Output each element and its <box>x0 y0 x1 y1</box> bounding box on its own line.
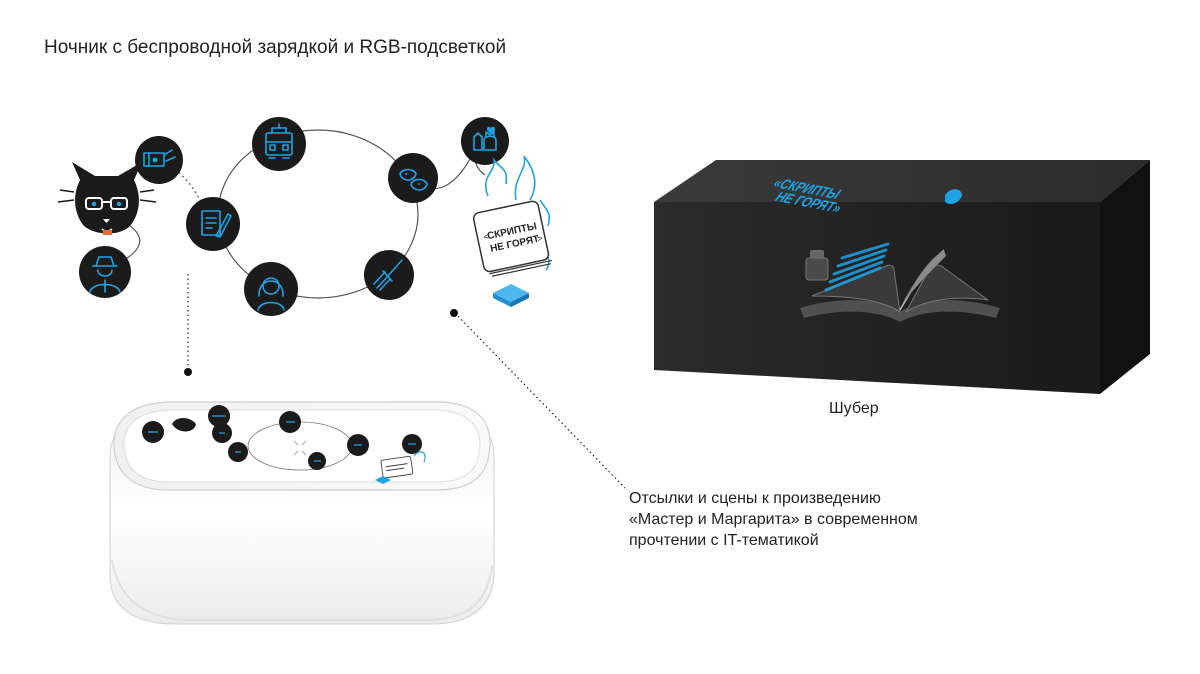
broom-icon <box>364 250 414 300</box>
gift-box: «СКРИПТЫ НЕ ГОРЯТ» <box>654 160 1150 394</box>
woman-icon <box>244 262 298 316</box>
detective-icon <box>79 246 131 298</box>
box-label: Шубер <box>829 400 879 417</box>
night-lamp <box>109 401 495 625</box>
square-logo-icon <box>493 284 529 307</box>
books-icon <box>135 136 183 184</box>
book-quill-illustration <box>800 242 1000 322</box>
masks-icon <box>388 153 438 203</box>
icon-chain-diagram: СКРИПТЫ НЕ ГОРЯТ < > <box>57 117 553 316</box>
burning-manuscript-icon: СКРИПТЫ НЕ ГОРЯТ < > <box>472 155 553 277</box>
description-caption: Отсылки и сцены к произведению «Мастер и… <box>629 490 918 549</box>
svg-text:>: > <box>536 233 543 244</box>
cat-icon <box>57 162 157 235</box>
svg-text:<: < <box>483 231 490 242</box>
document-pen-icon <box>186 197 240 251</box>
leader-lines <box>184 274 626 489</box>
tram-icon <box>252 117 306 171</box>
page-title: Ночник с беспроводной зарядкой и RGB-под… <box>44 37 507 58</box>
cat-bottle-icon <box>461 117 509 165</box>
